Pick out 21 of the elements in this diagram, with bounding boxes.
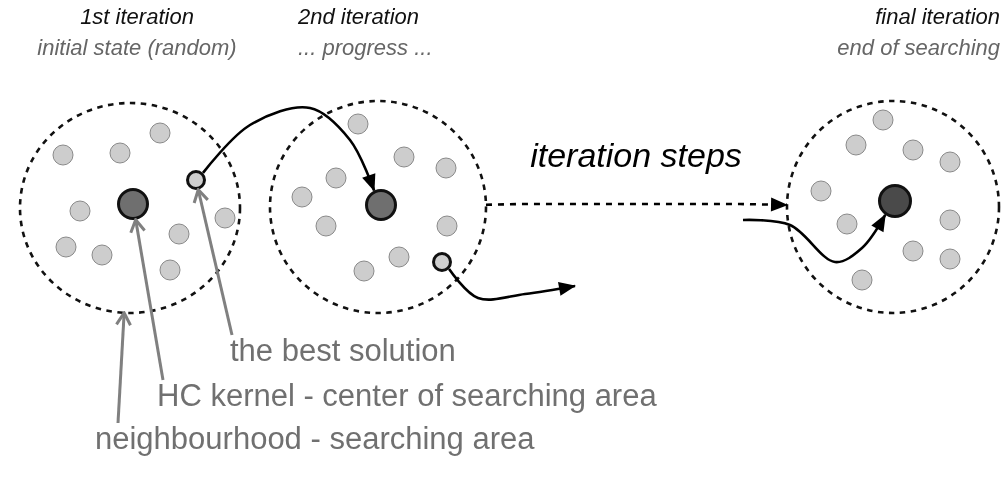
iteration-title: final iteration	[875, 4, 1000, 30]
arrow	[202, 106, 376, 192]
leader-line	[115, 311, 132, 424]
arrow	[485, 197, 788, 212]
annotation-text: neighbourhood - searching area	[95, 421, 535, 457]
annotation-text: HC kernel - center of searching area	[157, 378, 657, 414]
leader-line	[129, 218, 165, 381]
iteration-subtitle: ... progress ...	[298, 35, 433, 61]
annotation-text: the best solution	[230, 333, 456, 369]
kernel-dot	[878, 184, 912, 218]
best-solution-dot	[186, 170, 206, 190]
kernel-dot	[117, 188, 149, 220]
iteration-subtitle: initial state (random)	[37, 35, 237, 61]
best-solution-dot	[432, 252, 452, 272]
iteration-title: 1st iteration	[80, 4, 194, 30]
iteration-subtitle: end of searching	[837, 35, 1000, 61]
kernel-dot	[365, 189, 397, 221]
arrow	[448, 268, 576, 301]
leader-line	[192, 188, 234, 336]
arrow	[742, 214, 887, 264]
iteration-title: 2nd iteration	[298, 4, 420, 30]
